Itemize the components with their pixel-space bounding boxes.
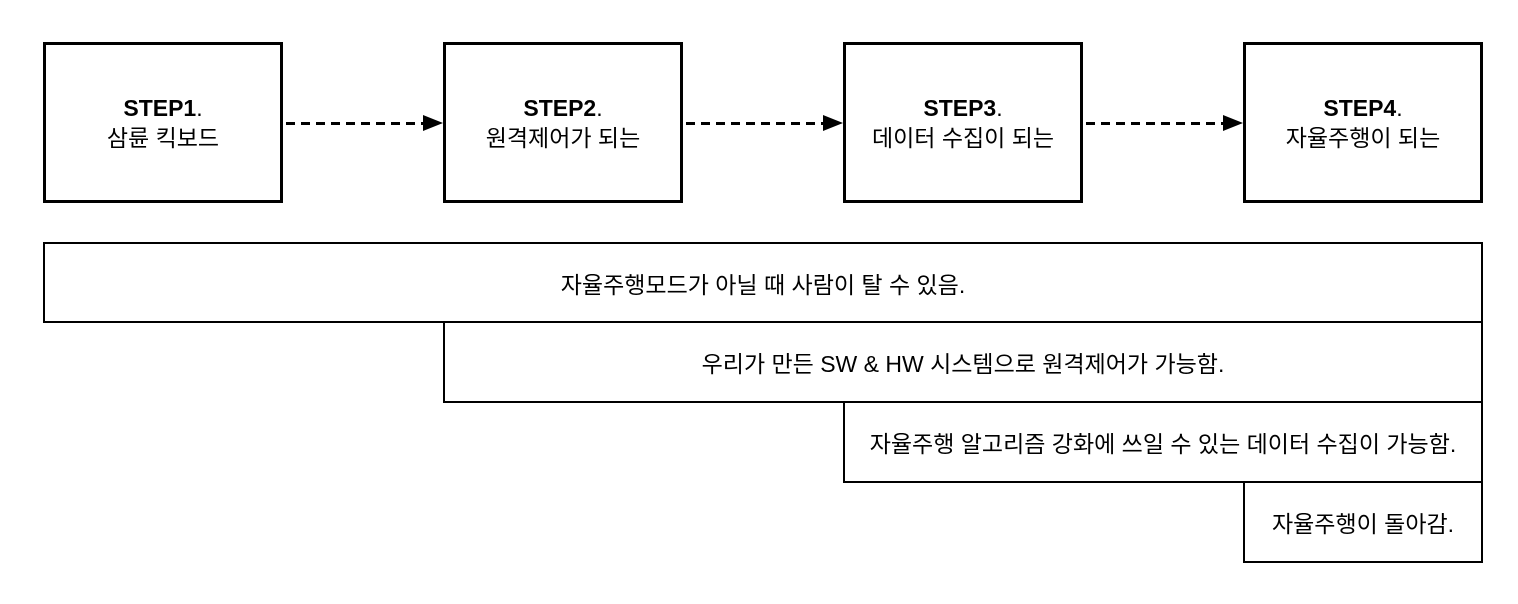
dashed-arrow-step2-to-step3: [686, 115, 843, 131]
step-box-1: STEP1. 삼륜 킥보드: [43, 42, 283, 203]
arrow-head-icon: [423, 115, 443, 131]
step-4-title: STEP4.: [1323, 94, 1403, 121]
note-4-text: 자율주행이 돌아감.: [1271, 511, 1455, 537]
dashed-arrow-step1-to-step2: [286, 115, 443, 131]
note-box-2: 우리가 만든 SW & HW 시스템으로 원격제어가 가능함.: [443, 321, 1483, 403]
note-box-3: 자율주행 알고리즘 강화에 쓰일 수 있는 데이터 수집이 가능함.: [843, 401, 1483, 483]
step-3-title: STEP3.: [923, 94, 1003, 121]
dashed-arrow-step3-to-step4: [1086, 115, 1243, 131]
step-4-subtitle: 자율주행이 되는: [1285, 124, 1441, 151]
arrow-shaft: [286, 121, 426, 125]
step-box-4: STEP4. 자율주행이 되는: [1243, 42, 1483, 203]
step-box-2: STEP2. 원격제어가 되는: [443, 42, 683, 203]
note-box-4: 자율주행이 돌아감.: [1243, 481, 1483, 563]
note-1-text: 자율주행모드가 아닐 때 사람이 탈 수 있음.: [560, 271, 966, 298]
step-1-title: STEP1.: [123, 94, 203, 121]
arrow-head-icon: [1223, 115, 1243, 131]
step-box-3: STEP3. 데이터 수집이 되는: [843, 42, 1083, 203]
step-2-title: STEP2.: [523, 94, 603, 121]
note-box-1: 자율주행모드가 아닐 때 사람이 탈 수 있음.: [43, 242, 1483, 323]
note-2-text: 우리가 만든 SW & HW 시스템으로 원격제어가 가능함.: [701, 351, 1225, 377]
step-1-subtitle: 삼륜 킥보드: [106, 124, 220, 151]
arrow-shaft: [1086, 121, 1226, 125]
arrow-head-icon: [823, 115, 843, 131]
note-3-text: 자율주행 알고리즘 강화에 쓰일 수 있는 데이터 수집이 가능함.: [869, 431, 1457, 457]
arrow-shaft: [686, 121, 826, 125]
step-3-subtitle: 데이터 수집이 되는: [871, 124, 1055, 151]
step-2-subtitle: 원격제어가 되는: [485, 124, 641, 151]
